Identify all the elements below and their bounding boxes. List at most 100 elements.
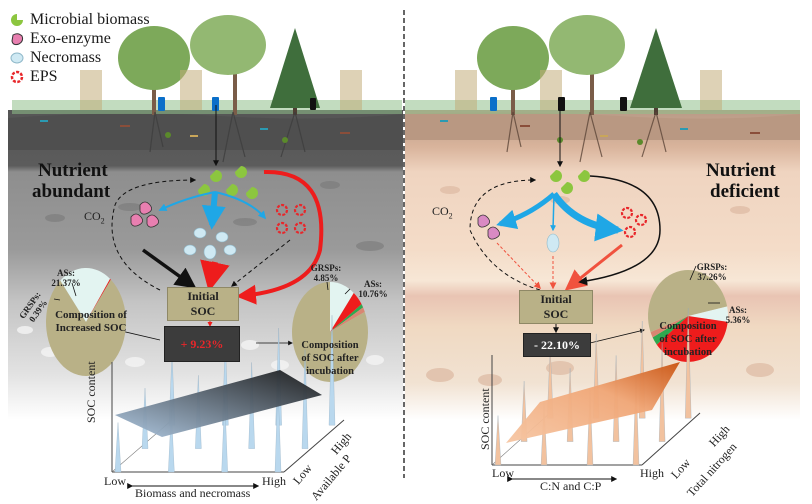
- spike-marker: [685, 308, 692, 419]
- pie-label-ass-increased: ASs: 21.37%: [46, 268, 86, 288]
- exo-enzyme-cluster-right: [477, 214, 500, 240]
- spike-marker: [632, 376, 640, 466]
- spike-marker: [494, 415, 502, 466]
- co2-subscript: 2: [100, 216, 105, 226]
- flux-arrows-left: [99, 169, 324, 346]
- legend-label: Necromass: [30, 48, 102, 66]
- soil-organisms-left: [40, 120, 350, 143]
- eps-cluster-right: [620, 206, 648, 239]
- legend-label: EPS: [30, 67, 58, 85]
- co2-text: CO: [84, 209, 101, 223]
- spike-marker: [328, 315, 336, 426]
- chart-x-low-right: Low: [492, 466, 514, 480]
- label-value: 10.76%: [358, 289, 388, 299]
- label-name: ASs:: [363, 279, 382, 289]
- co2-subscript: 2: [448, 211, 453, 221]
- pie-label-pointers: [53, 265, 720, 304]
- panel-title-right: Nutrient deficient: [706, 160, 780, 202]
- spike-marker: [114, 422, 122, 473]
- label-name: ASs:: [728, 305, 747, 315]
- eps-icon: [10, 70, 24, 83]
- chart-ylabel-left: SOC content: [84, 361, 98, 423]
- pie-slice-ass: [330, 282, 354, 332]
- label-value: 21.37%: [51, 278, 81, 288]
- pie-slice-other: [648, 270, 728, 333]
- caption-line: Increased SOC: [55, 322, 127, 334]
- microbial-biomass-cluster-right: [550, 170, 590, 194]
- panel-title-left: Nutrient abundant: [32, 160, 110, 202]
- chart-x-high-right: High: [640, 466, 664, 480]
- initial-soc-label: Initial: [187, 289, 219, 303]
- soc-surface-chart-right: [491, 308, 701, 482]
- soc-change-box-right: - 22.10%: [523, 333, 591, 357]
- pie-slice-green: [652, 316, 688, 345]
- title-line: abundant: [32, 181, 111, 202]
- soil-pebbles-left: [45, 181, 384, 251]
- vegetation-right: [405, 15, 800, 115]
- label-name: GRSPs:: [696, 262, 728, 272]
- caption-line: Composition: [301, 340, 359, 351]
- soc-response-plane: [506, 362, 680, 443]
- chart-xlabel-right: C:N and C:P: [540, 479, 602, 493]
- topsoil-layer-left: [8, 113, 403, 150]
- pie-slice-other: [45, 279, 126, 376]
- pie-slice-grsps: [330, 292, 362, 332]
- co2-label-right: CO2: [432, 204, 453, 220]
- pie-slice-green: [330, 304, 364, 332]
- caption-line: Composition of: [55, 309, 127, 321]
- soc-change-value: - 22.10%: [534, 337, 580, 352]
- pie-slice-grsps: [86, 278, 111, 322]
- label-name: ASs:: [56, 268, 75, 278]
- soc-surface-chart-left: [111, 315, 345, 489]
- legend-item-eps: EPS: [10, 67, 150, 86]
- pie-label-ass-after-right: ASs: 5.36%: [718, 305, 758, 325]
- pie-label-ass-after-left: ASs: 10.76%: [352, 279, 394, 299]
- title-line: Nutrient: [38, 160, 108, 181]
- roots-right: [506, 111, 667, 163]
- label-value: 37.26%: [697, 272, 727, 282]
- soc-change-box-left: + 9.23%: [164, 326, 240, 362]
- legend-label: Exo-enzyme: [30, 29, 111, 47]
- pie-label-grsps-after-left: GRSPs: 4.85%: [305, 263, 347, 283]
- necromass-cluster-left: [183, 227, 237, 260]
- caption-line: incubation: [306, 366, 354, 377]
- initial-soc-label: SOC: [190, 304, 216, 318]
- soc-response-plane: [115, 370, 322, 437]
- title-line: Nutrient: [706, 160, 776, 181]
- title-line: deficient: [710, 181, 780, 202]
- pie-slice-ass: [688, 306, 728, 322]
- pie-slice-other: [291, 282, 368, 382]
- pie-caption-after-incubation-right: Composition of SOC after incubation: [650, 320, 726, 359]
- legend-label: Microbial biomass: [30, 10, 150, 28]
- soil-pebbles-right: [426, 186, 774, 386]
- label-name: GRSPs:: [310, 263, 342, 273]
- co2-label-left: CO2: [84, 209, 105, 225]
- pie-slice-grsps: [656, 316, 728, 363]
- spike-marker: [586, 389, 594, 466]
- caption-line: of SOC after: [301, 353, 359, 364]
- spike-marker: [221, 396, 228, 473]
- initial-soc-box-right: Initial SOC: [519, 290, 593, 324]
- soil-profile-nutrient-deficient: [405, 110, 800, 420]
- exo-enzyme-icon: [11, 32, 24, 45]
- initial-soc-label: SOC: [543, 307, 569, 321]
- pie-label-grsps-after-right: GRSPs: 37.26%: [690, 262, 734, 282]
- microbial-biomass-icon: [11, 13, 23, 26]
- exo-enzyme-cluster-left: [130, 201, 159, 228]
- label-value: 5.36%: [725, 315, 751, 325]
- necromass-icon: [10, 52, 24, 63]
- flux-arrows-right: [469, 175, 661, 344]
- pie-caption-increased-soc: Composition of Increased SOC: [48, 309, 134, 335]
- caption-line: Composition: [659, 321, 717, 332]
- pie-slice-salmon: [330, 307, 365, 332]
- chart-ylabel-right: SOC content: [478, 388, 492, 450]
- co2-text: CO: [432, 204, 449, 218]
- microbial-biomass-cluster-left: [198, 166, 258, 199]
- topsoil-layer-right: [405, 112, 800, 140]
- label-value: 4.85%: [313, 273, 339, 283]
- legend-item-exo-enzyme: Exo-enzyme: [10, 29, 150, 48]
- spike-marker: [274, 383, 282, 473]
- pie-composition-after-incubation-left: [291, 282, 368, 382]
- chart-x-high-left: High: [262, 474, 286, 488]
